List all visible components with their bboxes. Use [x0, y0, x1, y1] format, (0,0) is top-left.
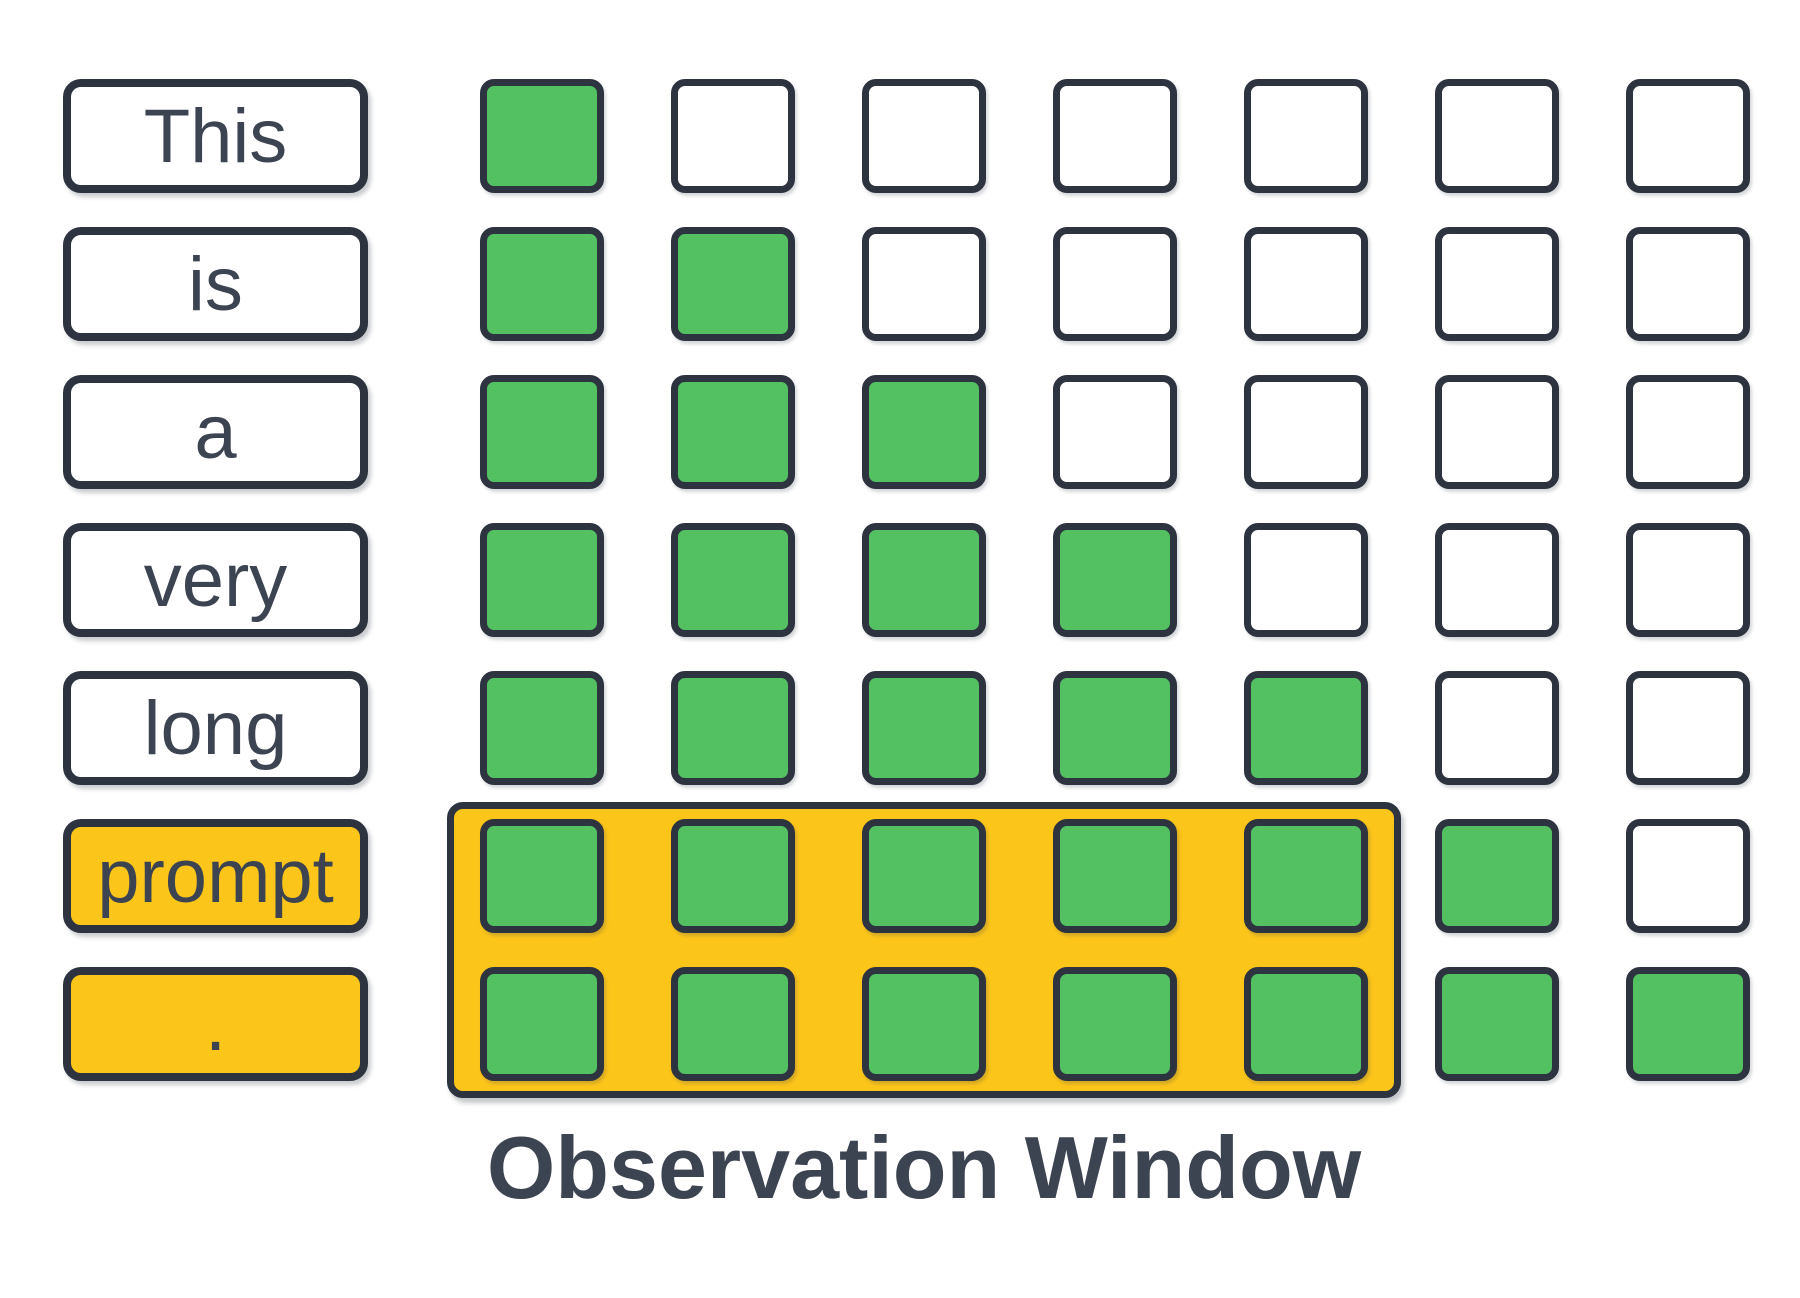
mask-cell	[1244, 227, 1368, 341]
mask-cell	[1053, 819, 1177, 933]
mask-cell	[480, 79, 604, 193]
mask-cell	[1626, 375, 1750, 489]
token-box-very: very	[63, 523, 368, 637]
token-box-a: a	[63, 375, 368, 489]
mask-cell	[862, 375, 986, 489]
mask-cell	[1435, 375, 1559, 489]
mask-cell	[1435, 523, 1559, 637]
token-label: This	[143, 93, 288, 179]
token-label: prompt	[97, 833, 334, 919]
mask-cell	[1435, 227, 1559, 341]
mask-cell	[862, 967, 986, 1081]
token-box-prompt: prompt	[63, 819, 368, 933]
mask-cell	[1053, 967, 1177, 1081]
token-label: a	[194, 389, 237, 475]
token-label: very	[143, 537, 288, 623]
mask-cell	[1244, 967, 1368, 1081]
mask-cell	[1435, 967, 1559, 1081]
mask-cell	[1244, 671, 1368, 785]
mask-cell	[1053, 671, 1177, 785]
mask-cell	[862, 819, 986, 933]
mask-cell	[480, 375, 604, 489]
mask-cell	[862, 523, 986, 637]
token-label: long	[143, 685, 288, 771]
mask-cell	[671, 671, 795, 785]
mask-cell	[671, 227, 795, 341]
observation-window-label: Observation Window	[486, 1118, 1362, 1217]
mask-cell	[1626, 967, 1750, 1081]
token-box-period: .	[63, 967, 368, 1081]
mask-cell	[1244, 819, 1368, 933]
mask-cell	[1244, 79, 1368, 193]
mask-cell	[671, 819, 795, 933]
mask-cell	[1626, 79, 1750, 193]
mask-cell	[480, 671, 604, 785]
mask-cell	[1053, 375, 1177, 489]
mask-cell	[1053, 523, 1177, 637]
token-box-is: is	[63, 227, 368, 341]
token-box-this: This	[63, 79, 368, 193]
mask-cell	[1435, 79, 1559, 193]
token-label: is	[188, 241, 243, 327]
mask-cell	[1435, 671, 1559, 785]
token-label: .	[204, 981, 227, 1067]
token-box-long: long	[63, 671, 368, 785]
mask-cell	[671, 79, 795, 193]
mask-cell	[1053, 227, 1177, 341]
mask-cell	[862, 227, 986, 341]
mask-cell	[480, 967, 604, 1081]
mask-cell	[1626, 523, 1750, 637]
mask-cell	[671, 967, 795, 1081]
mask-cell	[862, 671, 986, 785]
mask-cell	[1244, 375, 1368, 489]
mask-cell	[671, 523, 795, 637]
mask-cell	[1244, 523, 1368, 637]
mask-cell	[1626, 819, 1750, 933]
mask-cell	[480, 819, 604, 933]
mask-cell	[480, 523, 604, 637]
mask-cell	[1435, 819, 1559, 933]
mask-cell	[1626, 227, 1750, 341]
mask-cell	[1053, 79, 1177, 193]
mask-cell	[480, 227, 604, 341]
mask-cell	[671, 375, 795, 489]
mask-cell	[862, 79, 986, 193]
mask-cell	[1626, 671, 1750, 785]
